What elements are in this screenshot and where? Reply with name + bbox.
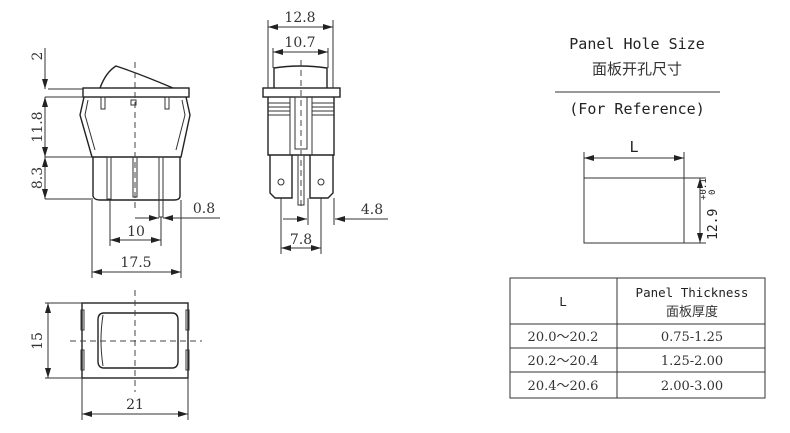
table-header-l: L [559,294,567,309]
panel-hole-title: Panel Hole Size [569,35,704,53]
dim-width: 17.5 [120,255,151,271]
table-cell-thickness: 2.00-3.00 [661,379,723,394]
side-view: 12.8 10.7 4.8 7.8 [262,10,388,254]
hole-tolerance-plus: +0.1 [699,178,709,200]
dim-bottom-width: 21 [126,397,144,413]
dim-outer: 12.8 [284,10,315,26]
bottom-view: 15 21 [30,290,202,420]
table-cell-l: 20.4～20.6 [528,379,599,394]
table-cell-l: 20.0～20.2 [528,330,599,345]
dim-terminal-height: 8.3 [30,167,46,189]
table-header-thickness-cn: 面板厚度 [666,304,718,320]
dim-pin-width: 0.8 [193,201,215,217]
dim-pin-pitch: 10 [127,224,145,240]
dim-bottom-height: 15 [30,332,46,350]
table-header-thickness: Panel Thickness [636,285,749,300]
panel-hole-title-cn: 面板开孔尺寸 [592,60,682,78]
hole-tolerance-minus: 0 [708,190,718,195]
front-view: 2 11.8 8.3 0.8 10 17.5 [30,48,220,278]
table-cell-thickness: 1.25-2.00 [661,354,723,369]
table-cell-thickness: 0.75-1.25 [661,330,723,345]
hole-width-label: L [629,138,638,156]
reference-note: (For Reference) [569,100,704,118]
dim-body-height: 11.8 [30,111,46,142]
dim-terminal-offset: 4.8 [361,202,383,218]
dim-top: 2 [30,52,46,61]
hole-height-label: 12.9 [706,209,721,240]
panel-hole: Panel Hole Size 面板开孔尺寸 (For Reference) L… [555,35,721,244]
dim-cap: 10.7 [284,35,315,51]
table-cell-l: 20.2～20.4 [528,354,599,369]
panel-thickness-table: L Panel Thickness 面板厚度 20.0～20.2 0.75-1.… [509,277,766,399]
dim-terminal-pitch: 7.8 [290,232,312,248]
